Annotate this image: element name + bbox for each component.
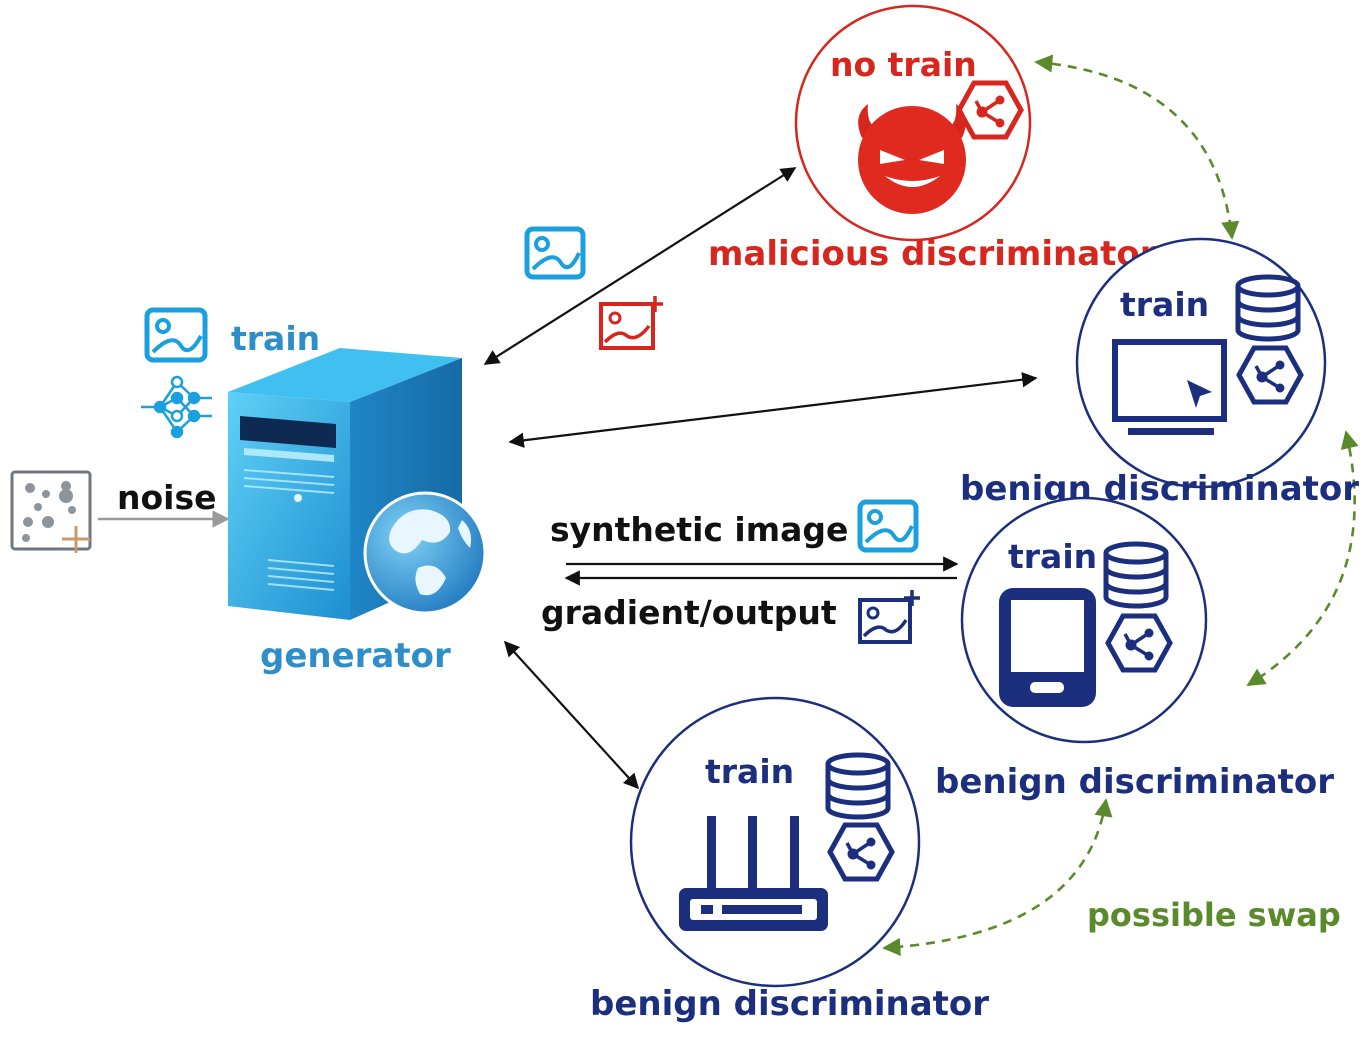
benign-discriminator-tablet: train xyxy=(960,496,1208,744)
connection-arrows xyxy=(98,167,1038,790)
malicious-discriminator-label: malicious discriminator xyxy=(708,234,1157,274)
swap-arrow-tablet-router xyxy=(882,798,1113,957)
arrow-generator-malicious xyxy=(483,167,797,365)
globe-icon xyxy=(363,491,487,615)
benign-discriminator-computer: train xyxy=(1075,237,1327,489)
benign-tablet-label: benign discriminator xyxy=(935,762,1334,802)
generator-train-label: train xyxy=(231,319,320,358)
arrow-generator-benign-router xyxy=(503,640,640,790)
possible-swap-label: possible swap xyxy=(1087,896,1341,934)
fake-image-icon xyxy=(599,296,663,350)
synthetic-image-label: synthetic image xyxy=(550,510,848,549)
swap-arrows xyxy=(882,54,1359,957)
benign-tablet-status-label: train xyxy=(1008,537,1097,576)
synthetic-image-icon xyxy=(857,499,919,553)
real-image-icon xyxy=(524,226,586,280)
tablet-icon xyxy=(999,588,1096,707)
benign-discriminator-router: train xyxy=(629,696,921,988)
router-icon xyxy=(679,816,828,931)
gradient-output-label: gradient/output xyxy=(541,593,837,632)
swap-arrow-computer-tablet xyxy=(1246,430,1359,687)
noise-label: noise xyxy=(117,478,217,517)
benign-router-label: benign discriminator xyxy=(590,984,989,1024)
noise-icon xyxy=(10,470,92,553)
malicious-status-label: no train xyxy=(830,45,977,84)
image-icon xyxy=(144,307,208,363)
malicious-discriminator: no train xyxy=(794,4,1032,242)
swap-arrow-malicious-computer xyxy=(1034,54,1240,240)
monitor-icon xyxy=(1112,339,1227,435)
benign-router-status-label: train xyxy=(705,752,794,791)
arrow-generator-benign-computer xyxy=(508,372,1038,448)
benign-computer-status-label: train xyxy=(1120,285,1209,324)
devil-icon xyxy=(858,104,966,214)
generator-label: generator xyxy=(260,636,451,676)
neural-network-icon xyxy=(141,375,212,439)
gradient-image-icon xyxy=(858,590,920,644)
benign-computer-label: benign discriminator xyxy=(960,469,1359,509)
